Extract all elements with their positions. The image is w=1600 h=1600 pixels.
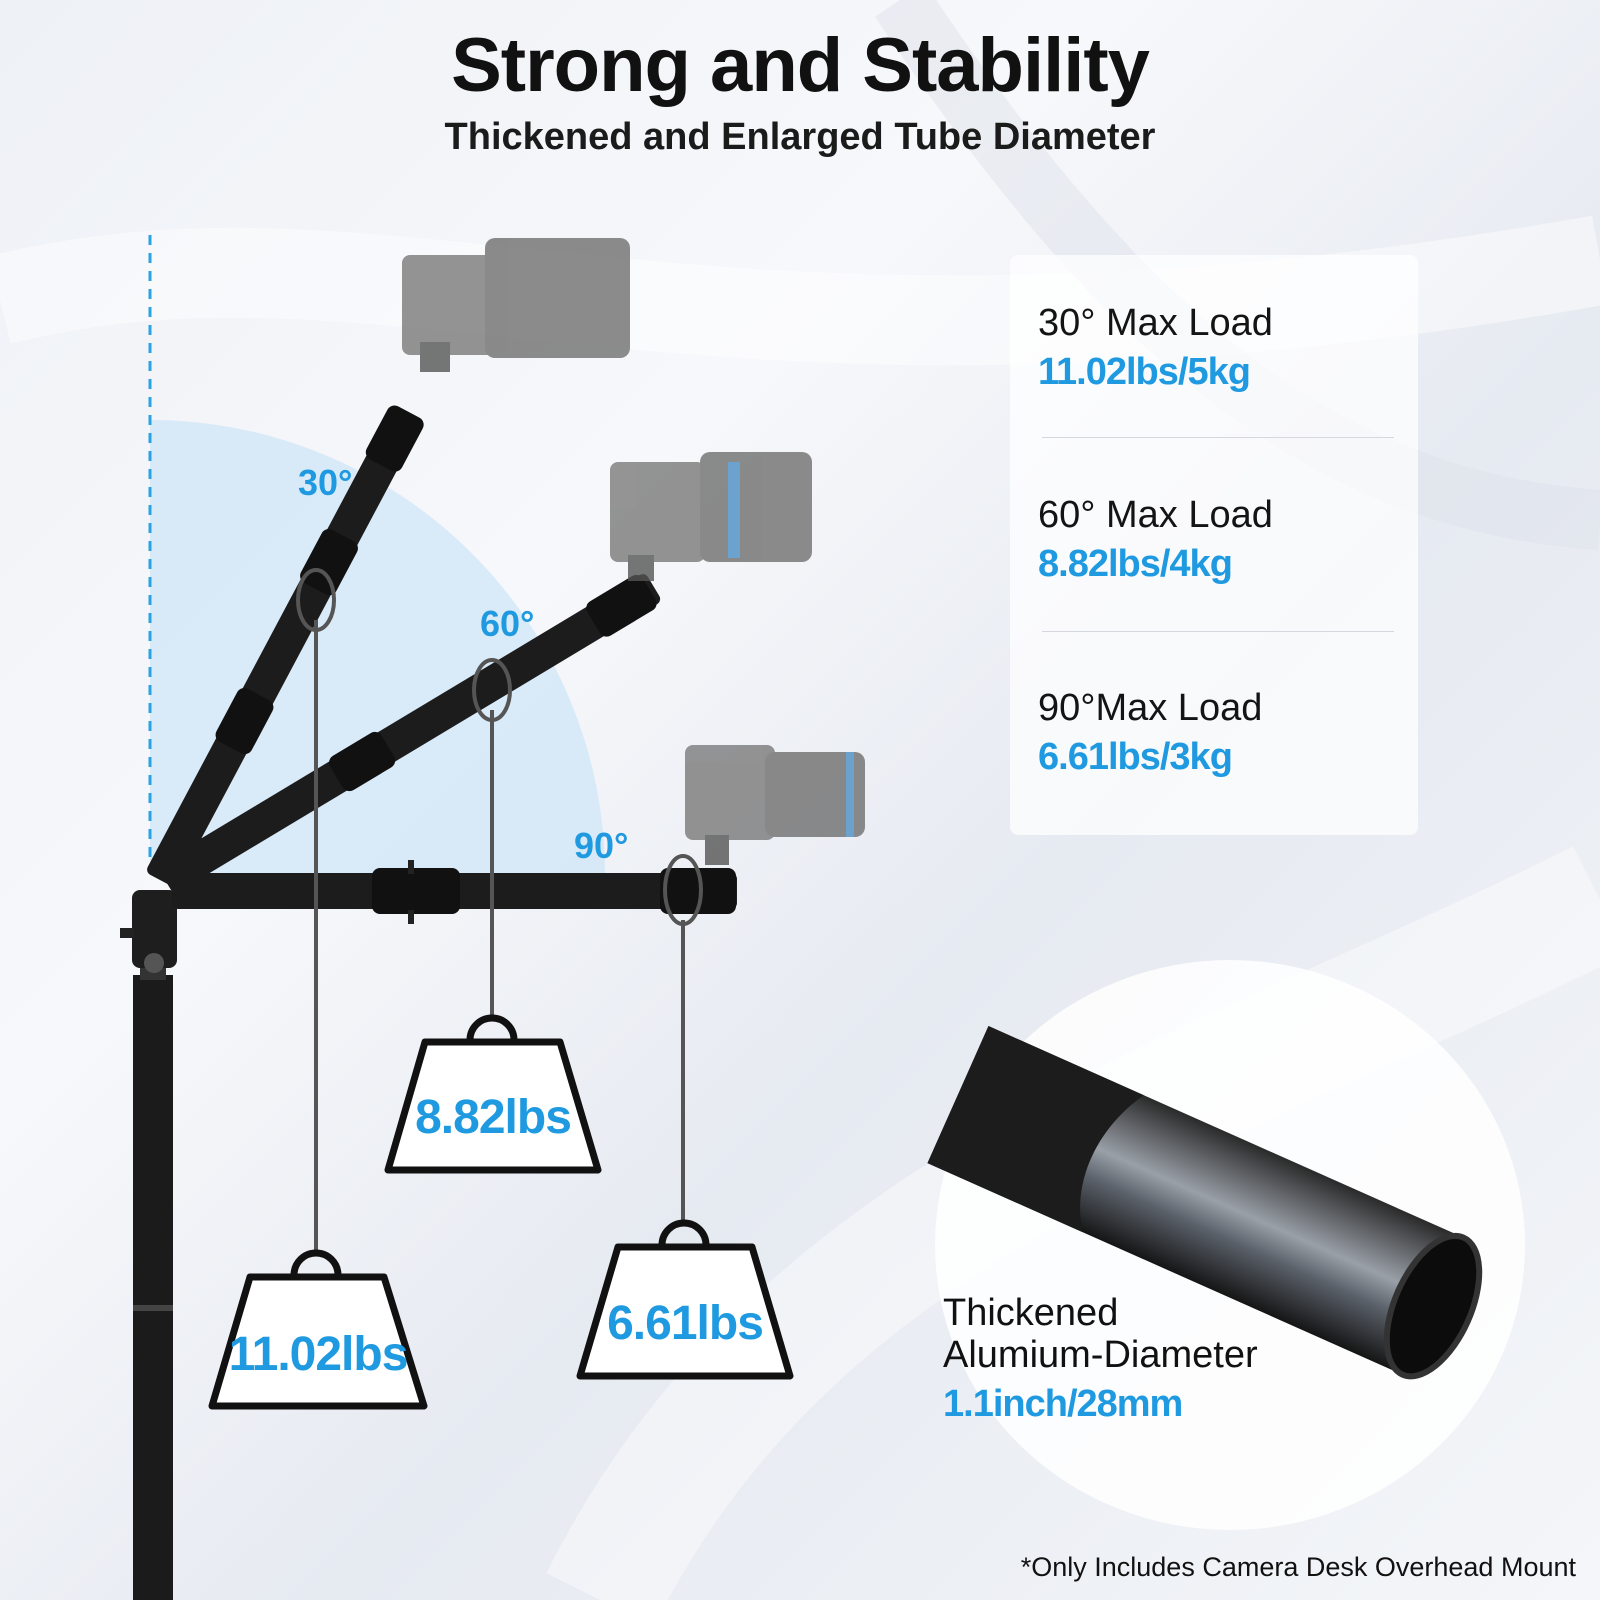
spec-60-value: 8.82lbs/4kg — [1038, 543, 1233, 585]
arm-60 — [158, 574, 661, 893]
angle-label-30: 30° — [298, 462, 353, 503]
weight-11-02 — [208, 1249, 428, 1410]
weight-label-8-82: 8.82lbs — [415, 1091, 572, 1144]
spec-30-label: 30° Max Load — [1038, 302, 1273, 344]
spec-30-value: 11.02lbs/5kg — [1038, 351, 1251, 393]
spec-90-label: 90°Max Load — [1038, 687, 1263, 729]
vertical-pole — [133, 975, 173, 1600]
page-subtitle: Thickened and Enlarged Tube Diameter — [444, 116, 1156, 158]
arm-90 — [172, 860, 737, 924]
arm-30 — [147, 405, 424, 886]
tube-spec: Thickened Alumium-Diameter 1.1inch/28mm — [943, 1292, 1363, 1432]
angle-label-60: 60° — [480, 603, 535, 644]
tube-line-2: Alumium-Diameter — [943, 1334, 1258, 1376]
tube-diameter-value: 1.1inch/28mm — [943, 1383, 1183, 1425]
spec-60: 60° Max Load 8.82lbs/4kg — [1038, 492, 1398, 590]
footnote: *Only Includes Camera Desk Overhead Moun… — [1020, 1552, 1576, 1582]
camera-90 — [685, 745, 865, 865]
camera-60 — [610, 452, 812, 581]
tube-line-1: Thickened — [943, 1292, 1119, 1334]
page-title: Strong and Stability — [451, 23, 1150, 108]
camera-30 — [402, 238, 630, 372]
spec-90: 90°Max Load 6.61lbs/3kg — [1038, 685, 1398, 783]
spec-30: 30° Max Load 11.02lbs/5kg — [1038, 300, 1398, 398]
divider — [1042, 631, 1394, 632]
weight-6-61 — [576, 1219, 794, 1380]
angle-label-90: 90° — [574, 825, 629, 866]
weight-label-6-61: 6.61lbs — [607, 1297, 764, 1350]
max-load-panel: 30° Max Load 11.02lbs/5kg 60° Max Load 8… — [1010, 255, 1418, 835]
pivot-joint — [132, 890, 177, 968]
spec-60-label: 60° Max Load — [1038, 494, 1273, 536]
spec-90-value: 6.61lbs/3kg — [1038, 736, 1233, 778]
divider — [1042, 437, 1394, 438]
weight-label-11-02: 11.02lbs — [228, 1328, 409, 1381]
weight-8-82 — [384, 1014, 602, 1174]
